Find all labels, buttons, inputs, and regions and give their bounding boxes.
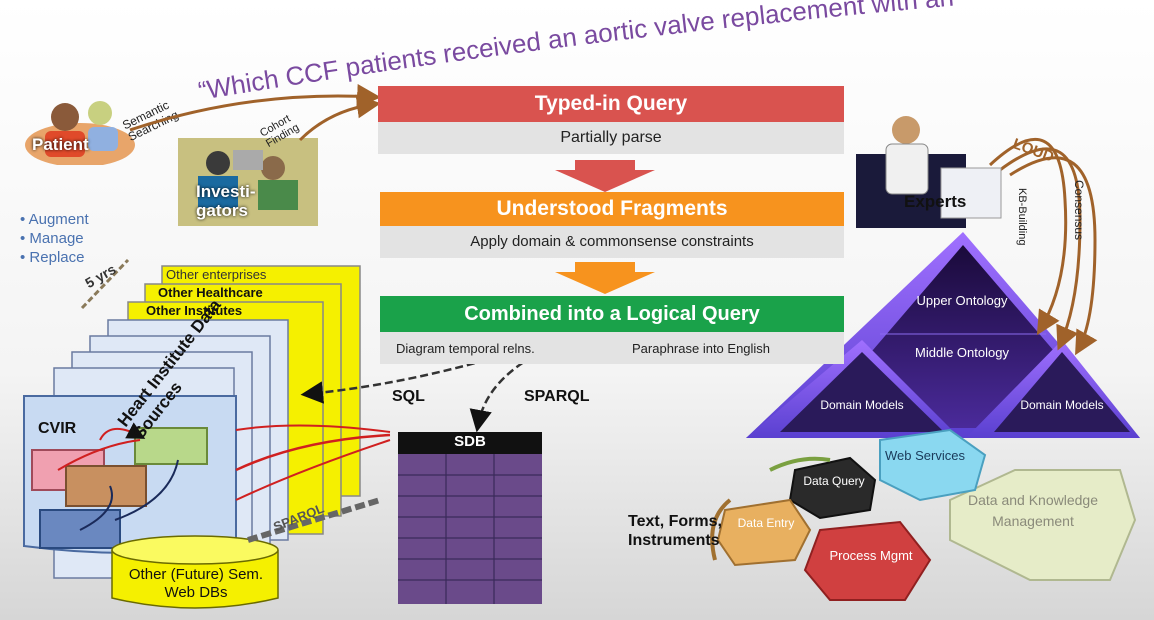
domain-models-left-label: Domain Models xyxy=(820,398,904,412)
sdb-table xyxy=(398,432,542,604)
other-healthcare-label: Other Healthcare xyxy=(158,285,263,300)
future-db-label: Other (Future) Sem. Web DBs xyxy=(128,566,264,601)
domain-models-right-label: Domain Models xyxy=(1020,398,1104,412)
constraints-box: Apply domain & commonsense constraints xyxy=(380,226,844,258)
patient-picture: Patient xyxy=(20,95,140,167)
years-arrow xyxy=(80,258,130,310)
paraphrase-label: Paraphrase into English xyxy=(632,341,771,356)
patient-label: Patient xyxy=(32,135,89,154)
sql-label: SQL xyxy=(392,388,425,405)
cvir-label: CVIR xyxy=(38,420,77,437)
data-entry-gear xyxy=(716,498,812,567)
process-mgmt-gear xyxy=(803,520,932,601)
sdb-label: SDB xyxy=(454,433,486,450)
sparql-bottom-arrow xyxy=(247,497,381,543)
combined-query-box: Combined into a Logical Query xyxy=(380,296,844,332)
patient-to-query-arrow xyxy=(129,84,381,132)
ontology-pyramid xyxy=(746,232,1140,438)
consensus-label: Consensus xyxy=(1072,180,1086,241)
dkm-label: Data and Knowledge Management xyxy=(968,492,1098,529)
dkm-gear xyxy=(949,469,1137,581)
bullet-list: Augment Manage Replace xyxy=(20,210,89,267)
other-enterprises-label: Other enterprises xyxy=(166,267,267,282)
web-services-label: Web Services xyxy=(885,448,965,463)
upper-ontology-label: Upper Ontology xyxy=(916,293,1008,308)
bullet-manage: Manage xyxy=(20,229,89,248)
process-mgmt-label: Process Mgmt xyxy=(829,548,913,563)
sparql-label: SPARQL xyxy=(524,388,590,405)
gears xyxy=(710,428,1137,601)
typed-query-box: Typed-in Query xyxy=(378,86,844,122)
investigators-label: Investi- gators xyxy=(196,182,256,220)
future-db-cylinder xyxy=(111,535,279,609)
diagram-temporal-label: Diagram temporal relns. xyxy=(396,341,535,356)
understood-fragments-box: Understood Fragments xyxy=(380,192,844,226)
data-query-label: Data Query xyxy=(803,474,865,488)
investigators-to-query-arrow xyxy=(298,94,381,142)
bullet-augment: Augment xyxy=(20,210,89,229)
text-forms-label: Text, Forms, Instruments xyxy=(628,513,722,549)
middle-ontology-label: Middle Ontology xyxy=(915,345,1009,360)
experts-picture: Experts xyxy=(856,108,1006,228)
data-entry-label: Data Entry xyxy=(737,516,795,530)
bullet-replace: Replace xyxy=(20,248,89,267)
partially-parse-box: Partially parse xyxy=(378,122,844,154)
down-arrow-1 xyxy=(555,160,655,192)
combined-sub-box: Diagram temporal relns. Paraphrase into … xyxy=(380,332,844,364)
web-services-gear xyxy=(879,428,987,502)
experts-label: Experts xyxy=(904,192,967,211)
other-institutes-label: Other Institutes xyxy=(146,303,243,318)
down-arrow-2 xyxy=(555,262,655,294)
kb-building-label: KB-Building xyxy=(1016,188,1028,246)
investigators-picture: Investi- gators xyxy=(178,138,318,226)
